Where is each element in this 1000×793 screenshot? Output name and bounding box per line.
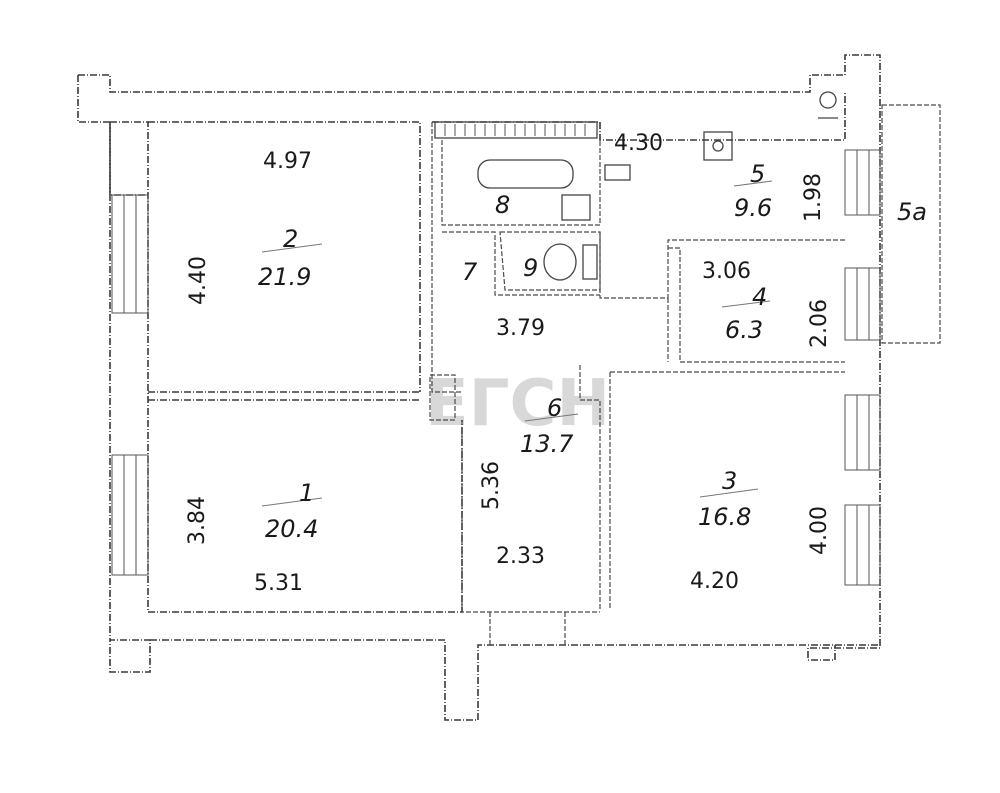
dim-hall-width: 3.79	[496, 316, 545, 341]
room-8-number: 8	[495, 191, 510, 219]
room-5-number: 5	[750, 160, 765, 188]
room-1-area: 20.4	[265, 515, 318, 543]
room-6-area: 13.7	[520, 430, 574, 458]
room-4-number: 4	[752, 283, 767, 311]
dim-room2-width: 4.97	[263, 149, 312, 174]
dim-room4-width: 3.06	[702, 259, 751, 284]
dim-room6-height: 5.36	[479, 461, 504, 510]
watermark: ЕГСН	[425, 367, 610, 441]
bathtub-icon	[477, 159, 574, 189]
room-2-number: 2	[283, 225, 298, 253]
room-9-number: 9	[523, 254, 538, 282]
room-5-area: 9.6	[734, 194, 772, 222]
dim-room1-width: 5.31	[254, 571, 303, 596]
inner-walls	[429, 122, 845, 645]
windows	[111, 149, 881, 586]
room-3-area: 16.8	[698, 503, 751, 531]
dim-room3-height: 4.00	[807, 506, 832, 555]
dim-room5-height: 1.98	[801, 173, 826, 222]
dim-room6-width: 2.33	[496, 544, 545, 569]
room-3-number: 3	[722, 467, 737, 495]
sink-icon	[561, 194, 591, 221]
balcony	[881, 104, 941, 344]
room-2-area: 21.9	[258, 263, 311, 291]
dim-room2-height: 4.40	[186, 256, 211, 305]
stove-icon	[703, 131, 733, 161]
room-1-number: 1	[299, 479, 314, 507]
kitchen-sink-icon	[604, 164, 631, 181]
dim-room3-width: 4.20	[690, 569, 739, 594]
room-6-number: 6	[547, 394, 562, 422]
room-4-area: 6.3	[725, 316, 763, 344]
toilet-icon	[543, 243, 577, 281]
riser-icon	[819, 91, 837, 109]
fixtures	[477, 91, 838, 281]
area-fraction-lines	[261, 180, 773, 507]
dim-room1-height: 3.84	[185, 496, 210, 545]
room-7-number: 7	[462, 258, 478, 286]
room-5a-number: 5а	[897, 198, 927, 226]
ventilation-grille	[434, 121, 598, 139]
dim-room5-width: 4.30	[614, 131, 663, 156]
dim-room4-height: 2.06	[807, 299, 832, 348]
